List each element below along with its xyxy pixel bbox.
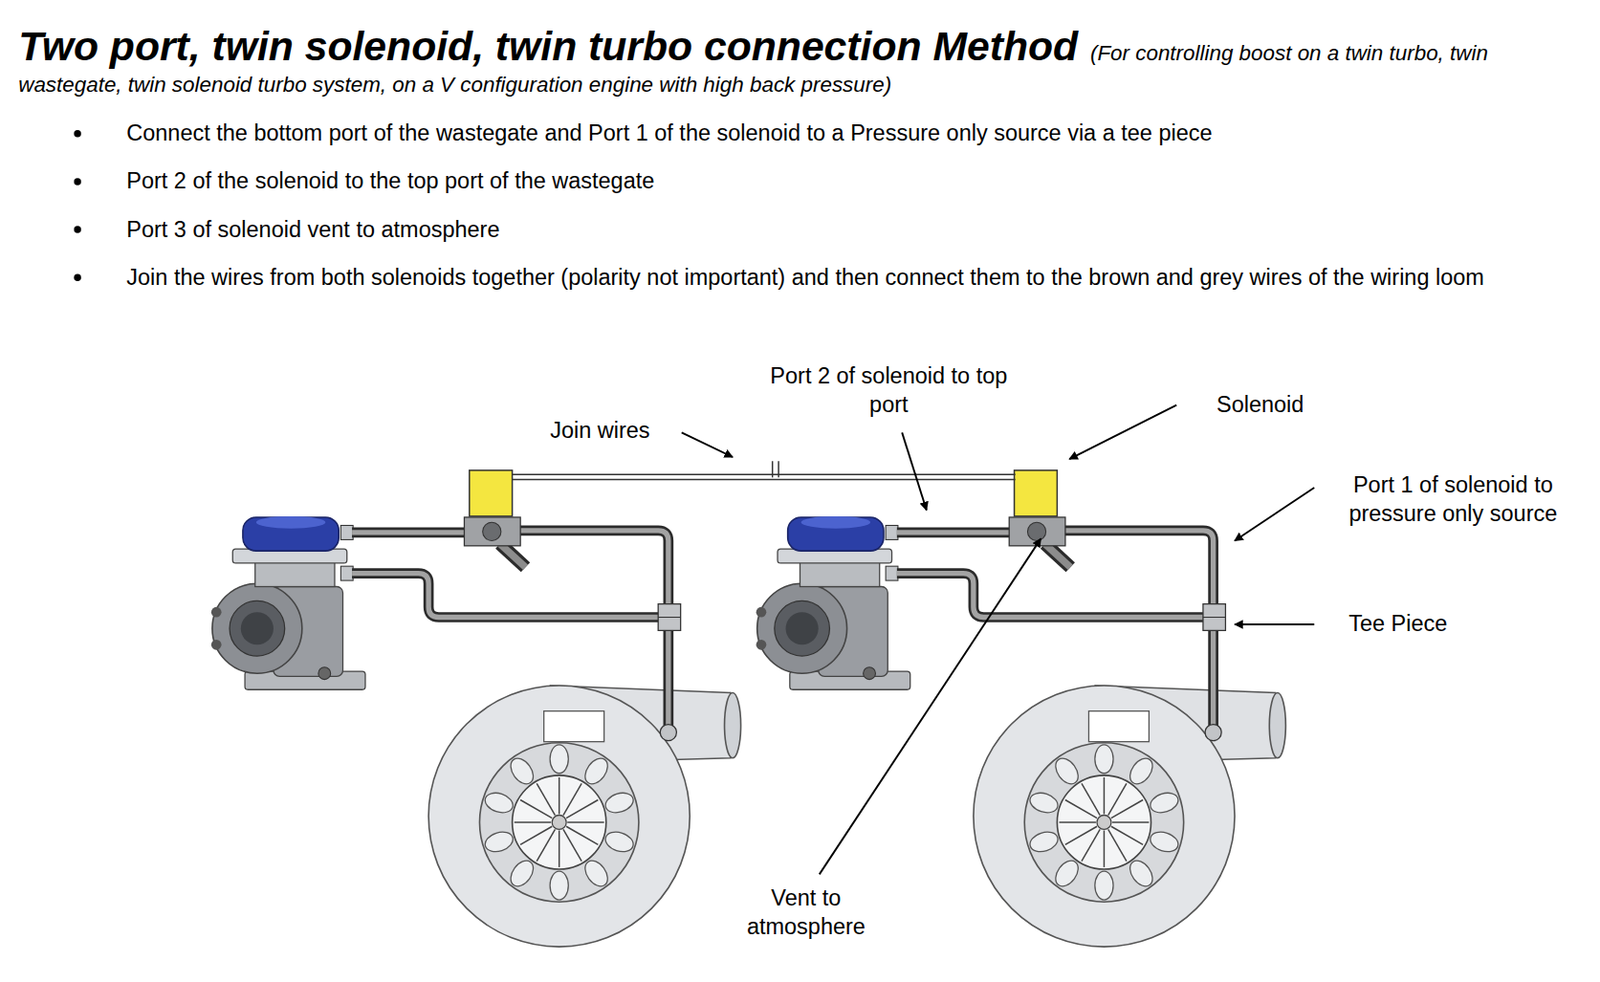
bullet-dot xyxy=(73,130,81,282)
leader-arrow xyxy=(901,432,927,510)
leader-arrow xyxy=(681,432,733,458)
callout-label: Solenoid xyxy=(1199,391,1322,420)
turbo-assembly xyxy=(211,470,742,947)
instruction-text: Connect the bottom port of the wastegate… xyxy=(126,118,1494,149)
callout-label: Port 1 of solenoid to pressure only sour… xyxy=(1332,471,1574,529)
leader-arrow xyxy=(681,405,1316,876)
turbo-assembly xyxy=(756,470,1287,947)
bullet-dot xyxy=(73,177,81,185)
wire xyxy=(771,460,773,478)
leader-arrow xyxy=(1234,487,1315,541)
bullet-dot xyxy=(73,273,81,281)
instruction-text: Port 2 of the solenoid to the top port o… xyxy=(126,166,1494,197)
wire xyxy=(512,479,1016,481)
bullet-dot xyxy=(73,225,81,233)
title: Two port, twin solenoid, twin turbo conn… xyxy=(18,23,1078,69)
leader-arrow xyxy=(1069,405,1177,461)
callout-label: Port 2 of solenoid to top port xyxy=(750,362,1027,420)
callout-label: Join wires xyxy=(530,416,670,445)
instruction-text: Port 3 of solenoid vent to atmosphere xyxy=(126,214,1494,244)
wire xyxy=(777,460,779,478)
bullet-dot xyxy=(73,130,81,137)
instruction-text: Join the wires from both solenoids toget… xyxy=(126,262,1494,292)
leader-arrow xyxy=(1234,623,1315,626)
callout-label: Tee Piece xyxy=(1331,610,1465,639)
wire xyxy=(512,460,1016,480)
wire xyxy=(512,473,1016,475)
callout-label: Vent to atmosphere xyxy=(729,884,883,943)
heading: Two port, twin solenoid, twin turbo conn… xyxy=(18,21,1518,100)
leader-arrow xyxy=(819,538,1042,875)
